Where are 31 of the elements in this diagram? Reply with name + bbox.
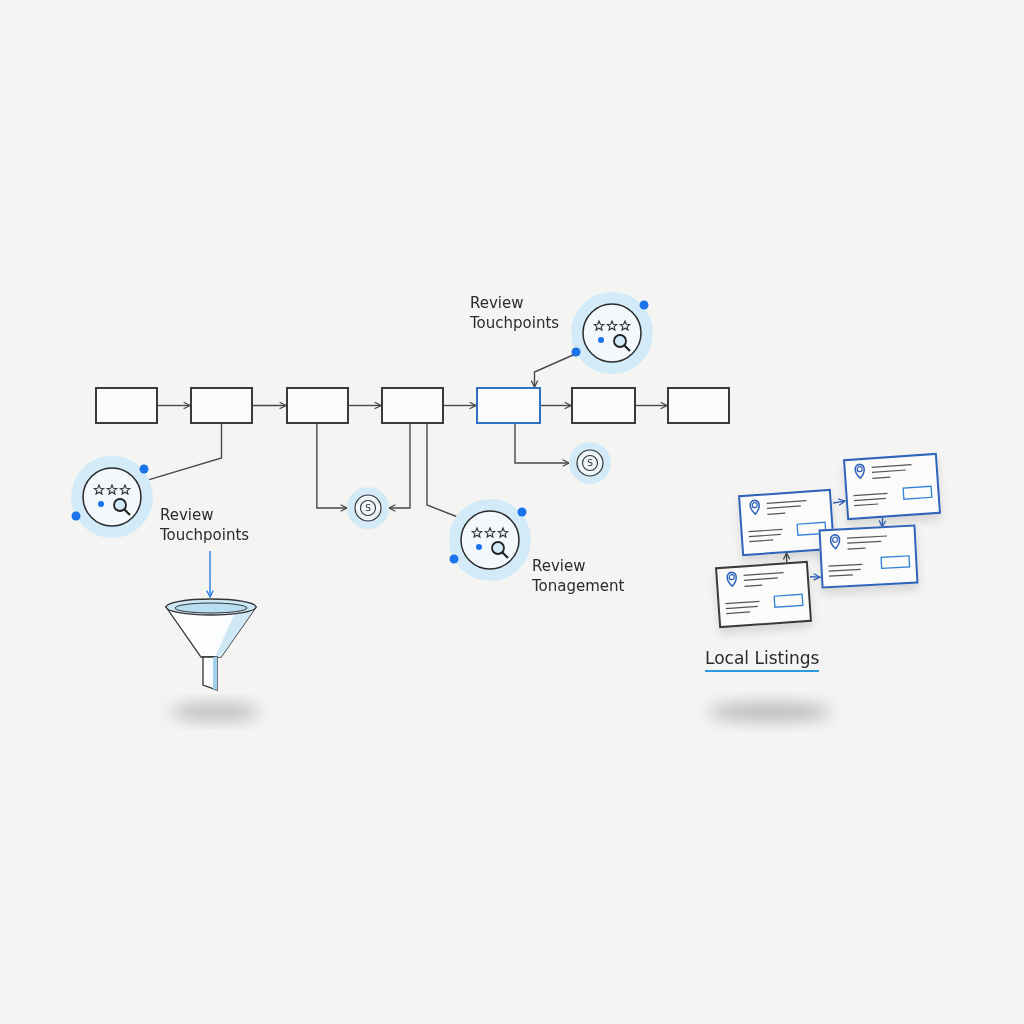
process-box (476, 387, 541, 424)
arrow (157, 401, 191, 410)
arrow (388, 423, 411, 512)
arrow (809, 573, 821, 581)
listing-card (738, 488, 835, 557)
arrow (540, 401, 572, 410)
arrow (252, 401, 287, 410)
process-box (190, 387, 253, 424)
coin-letter: S (586, 458, 594, 468)
process-box (95, 387, 158, 424)
connector-line (426, 423, 458, 518)
listing-card (818, 524, 919, 589)
arrow (443, 401, 477, 410)
arrow (348, 401, 382, 410)
node-label: Review Touchpoints (470, 293, 561, 333)
arrow (514, 423, 570, 467)
listing-card (843, 452, 941, 521)
arrow (206, 550, 214, 598)
caption-text: Local Listings (705, 647, 820, 672)
node-label: Review Tonagement (532, 556, 626, 596)
arrow (316, 423, 348, 512)
coin-letter: S (364, 503, 372, 513)
arrow (832, 498, 846, 506)
process-box (571, 387, 636, 424)
process-box (667, 387, 730, 424)
listing-card (715, 560, 812, 629)
arrow (635, 401, 668, 410)
process-box (381, 387, 444, 424)
connector-line (148, 423, 223, 481)
process-box (286, 387, 349, 424)
node-label: Review Touchpoints (160, 505, 251, 545)
